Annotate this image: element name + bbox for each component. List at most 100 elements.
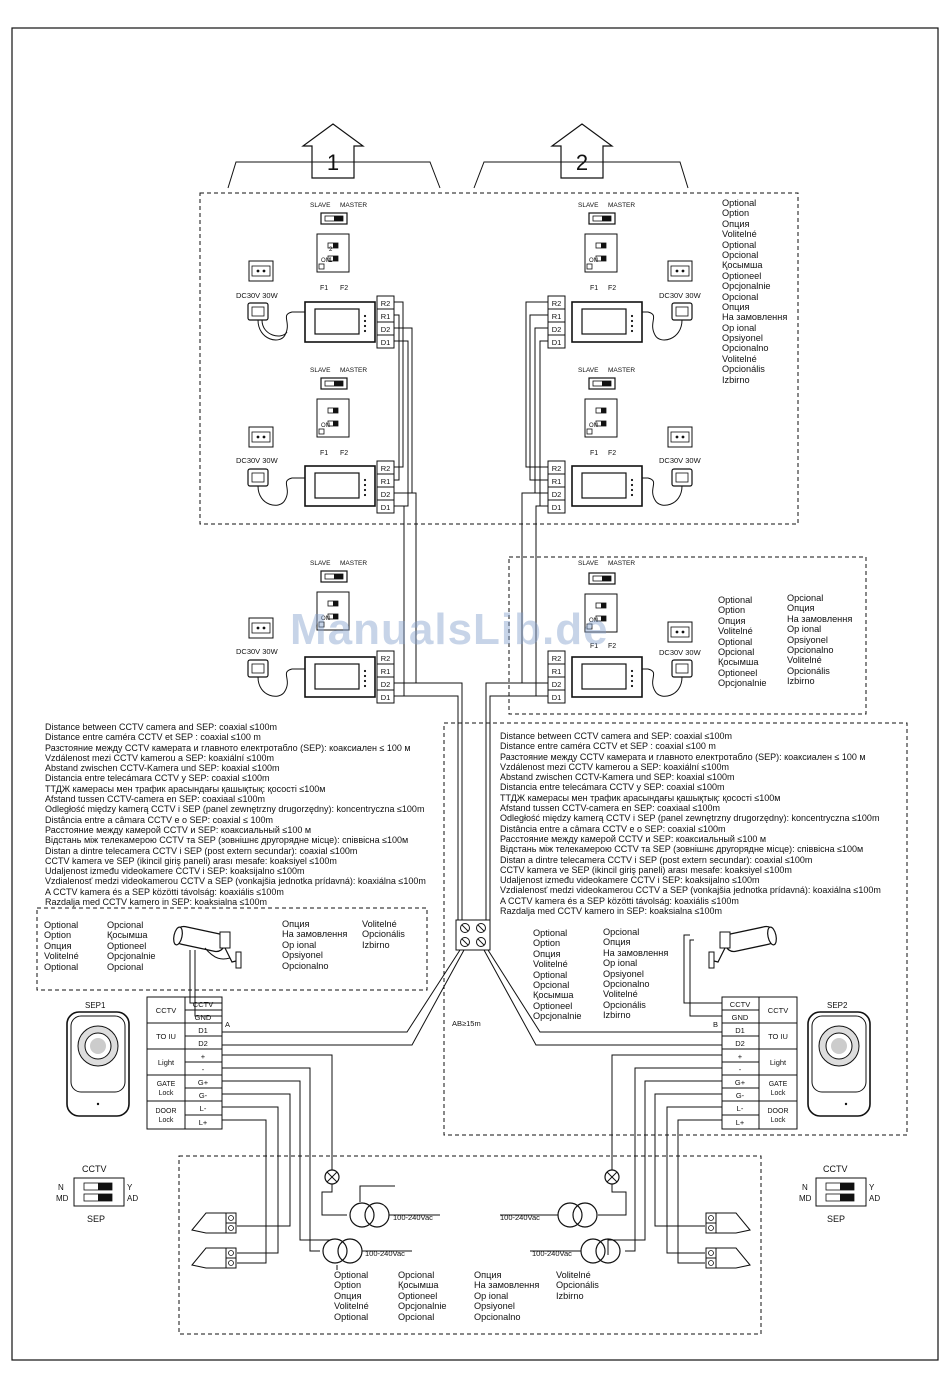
text-line: Opcional <box>533 979 570 990</box>
terminal-d1: D1 <box>381 693 391 702</box>
cctv-switch-ad: AD <box>127 1194 138 1203</box>
lock-optional-box <box>178 1155 762 1335</box>
text-line: Optional <box>722 239 757 250</box>
text-line: Optional <box>334 1270 369 1280</box>
text-line: Opcionális <box>603 999 646 1010</box>
text-line: Volitelné <box>722 229 757 240</box>
sep-bus-wires <box>222 949 722 1046</box>
text-line: Расстояние между камерой CCTV и SEP: коа… <box>500 833 767 844</box>
group-to-iu: TO IU <box>156 1032 176 1041</box>
text-line: Opsiyonel <box>474 1301 515 1312</box>
text-line: Op ional <box>282 939 317 950</box>
text-line: Разстояние между CCTV камерата и главнот… <box>45 742 411 753</box>
dip-on-label: ON <box>321 258 330 264</box>
cctv-switch-bottom: SEP <box>827 1214 845 1224</box>
terminal-d1: D1 <box>552 338 562 347</box>
group-light: Light <box>770 1058 787 1067</box>
text-line: Optioneel <box>533 1000 573 1011</box>
monitor-right-1: SLAVE MASTER ON F1 F2 DC30V 30W R2 R1 D2… <box>547 202 702 349</box>
master-label: MASTER <box>608 202 635 209</box>
terminal-d1: D1 <box>381 338 391 347</box>
power-label: DC30V 30W <box>236 456 279 465</box>
text-line: A CCTV kamera és a SEP közötti távolság:… <box>45 886 284 897</box>
lock-wiring-right <box>598 1054 722 1264</box>
text-line: Abstand zwischen CCTV-Kamera und SEP: ko… <box>45 763 280 774</box>
monitor-right-3: SLAVE MASTER ON F1 F2 DC30V 30W R2 R1 D2… <box>547 560 702 704</box>
camera1-optional-box <box>36 907 428 991</box>
text-line: Opcional <box>107 961 144 972</box>
svg-text:GATE: GATE <box>157 1081 176 1088</box>
power-label: DC30V 30W <box>236 291 279 300</box>
terminal-d1: D1 <box>552 503 562 512</box>
text-line: CCTV kamera ve SEP (ikincil giriş paneli… <box>500 864 792 875</box>
svg-text:Lock: Lock <box>159 1090 174 1097</box>
text-line: Қосымша <box>718 657 759 668</box>
text-line: Option <box>44 930 72 941</box>
text-line: Op ional <box>603 958 638 969</box>
svg-text:Lock: Lock <box>159 1117 174 1124</box>
text-line: Опция <box>474 1270 502 1280</box>
text-line: Opcionális <box>362 929 405 940</box>
text-line: Op ional <box>787 624 822 635</box>
cctv-switch-n: N <box>58 1183 64 1192</box>
text-line: Option <box>722 208 750 219</box>
text-line: Distancia entre telecámara CCTV y SEP: c… <box>45 773 270 784</box>
text-line: Distance between CCTV camera and SEP: co… <box>45 722 278 732</box>
text-line: Volitelné <box>556 1270 591 1280</box>
text-line: Volitelné <box>718 626 753 637</box>
master-label: MASTER <box>340 367 367 374</box>
svg-text:DOOR: DOOR <box>156 1108 177 1115</box>
sep2-t-gplus: G+ <box>735 1078 746 1087</box>
text-line: Optioneel <box>718 667 758 678</box>
text-line: Odległość między kamerą CCTV i SEP (pane… <box>45 804 425 815</box>
text-line: Opcional <box>787 593 824 603</box>
sep1-label: SEP1 <box>85 1001 106 1010</box>
text-line: Қосымша <box>722 260 763 271</box>
text-line: Opcional <box>603 927 640 937</box>
sep2-t-minus: - <box>739 1065 742 1074</box>
junction-block: AB≥15m <box>452 919 491 1028</box>
text-line: Opsiyonel <box>282 950 323 961</box>
text-line: Izbirno <box>722 374 750 385</box>
power-label: DC30V 30W <box>659 456 702 465</box>
text-line: Optional <box>44 961 79 972</box>
sep2-t-lminus: L- <box>737 1104 744 1113</box>
sep2-t-plus: + <box>738 1052 743 1061</box>
slave-label: SLAVE <box>578 202 599 209</box>
monitor-left-3: SLAVE MASTER ON DC30V 30W R2 R1 D2 D1 <box>236 560 395 704</box>
text-line: На замовлення <box>722 312 788 323</box>
sep1-t-gminus: G- <box>199 1091 208 1100</box>
terminal-r1: R1 <box>552 312 562 321</box>
text-line: Distância entre a câmara CCTV e o SEP: c… <box>500 823 726 834</box>
f1-label: F1 <box>320 450 328 457</box>
cctv-sep-switch-left: CCTV N MD Y AD SEP <box>56 1164 138 1224</box>
terminal-d2: D2 <box>552 490 562 499</box>
text-line: Відстань між телекамерою CCTV та SEP (зо… <box>500 844 864 855</box>
sep2-group-box <box>443 722 908 1136</box>
cctv-sep-switch-right: CCTV N MD Y AD SEP <box>799 1164 880 1224</box>
text-line: Opcional <box>398 1311 435 1322</box>
text-line: Volitelné <box>334 1301 369 1312</box>
terminal-r1: R1 <box>381 477 391 486</box>
sep1-t-gnd: GND <box>195 1013 212 1022</box>
slave-label: SLAVE <box>578 367 599 374</box>
sep2-t-cctv: CCTV <box>730 1000 750 1009</box>
text-line: Optional <box>533 969 568 980</box>
terminal-d1: D1 <box>552 693 562 702</box>
text-line: Opcionalno <box>603 978 650 989</box>
dip-on-label: ON <box>589 618 598 624</box>
terminal-r2: R2 <box>381 464 391 473</box>
terminal-r2: R2 <box>381 654 391 663</box>
text-line: Op ional <box>474 1290 509 1301</box>
text-line: Опция <box>44 940 72 951</box>
sep2-panel: SEP2 <box>807 1001 871 1117</box>
transformer-left-1 <box>349 1202 390 1228</box>
terminal-r2: R2 <box>552 654 562 663</box>
text-line: Optional <box>722 198 757 208</box>
